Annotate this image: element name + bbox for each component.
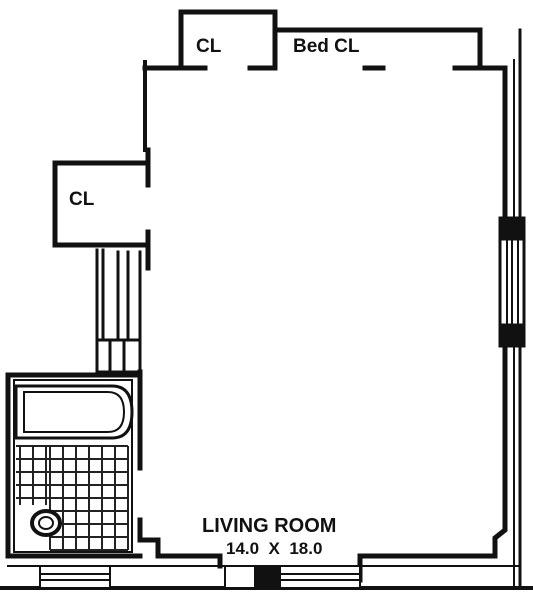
toilet [30, 509, 62, 537]
closet-left-wall [52, 160, 151, 248]
bed-closet-label: Bed CL [293, 36, 360, 57]
bathtub [14, 384, 134, 440]
bath-tile-grid [16, 445, 129, 551]
right-wall [357, 65, 508, 583]
closet-left-label: CL [69, 189, 95, 210]
closet-top-wall [178, 9, 278, 69]
bathtub-inner [23, 391, 126, 433]
living-room-label: LIVING ROOM [202, 515, 337, 537]
right-window [498, 216, 526, 348]
left-wall-lower [137, 369, 223, 569]
walls [0, 9, 533, 590]
closet-top-label: CL [196, 36, 222, 57]
corridor-walls [95, 248, 142, 374]
bottom-windows [39, 565, 361, 589]
living-room-dimensions: 14.0 X 18.0 [226, 539, 323, 558]
corridor-cross [95, 338, 142, 374]
bath-inner [13, 379, 133, 553]
bed-closet-wall [272, 27, 483, 69]
bath-outer [5, 372, 143, 559]
